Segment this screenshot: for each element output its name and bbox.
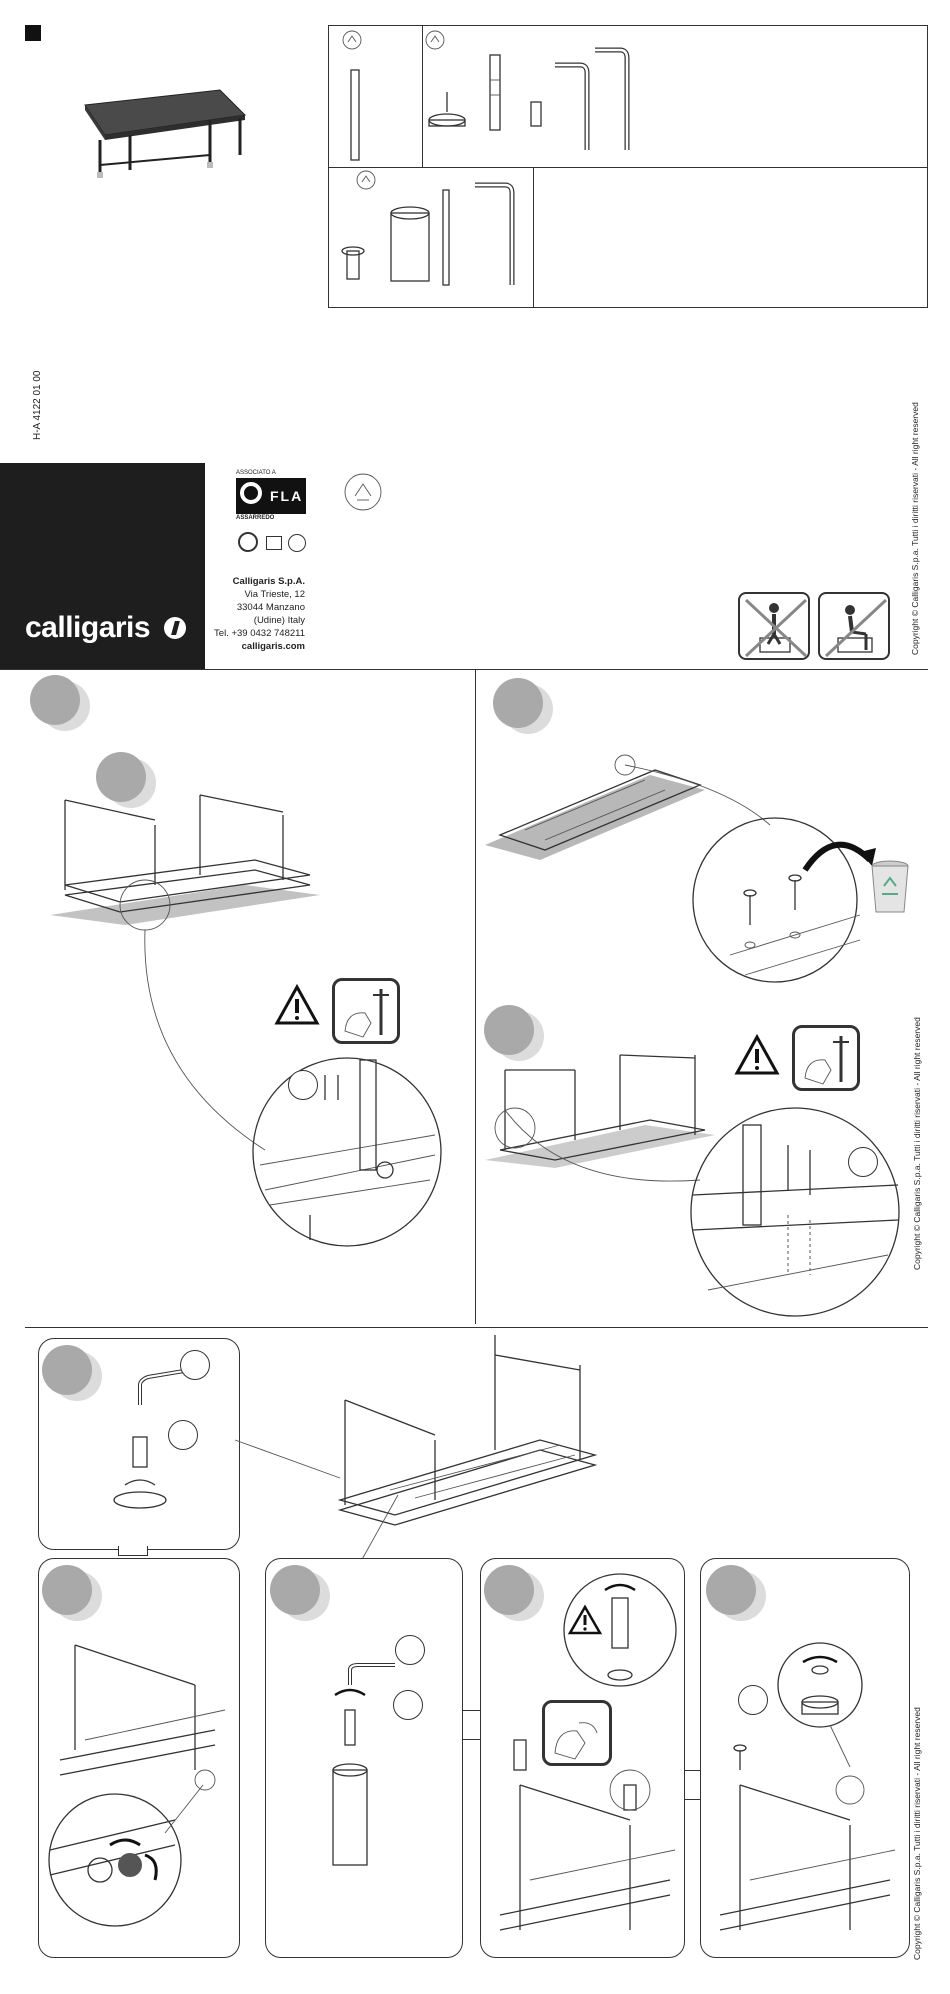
detail-zoom-circle <box>692 817 861 983</box>
leg-tube-part <box>350 69 360 161</box>
corner-marker <box>25 25 41 41</box>
panel-connector <box>118 1546 148 1556</box>
recycle-bin-icon <box>871 860 909 913</box>
panel-connector <box>685 1770 700 1800</box>
fla-sub-label: ASSARREDO <box>236 515 275 521</box>
callout-marker <box>168 1420 198 1450</box>
leader-line <box>359 1494 399 1564</box>
frame-glide-assembly-illustration <box>719 1744 896 1931</box>
quantity-badge-icon <box>425 30 445 50</box>
l-shaped-leg-part <box>475 182 515 285</box>
warning-triangle-icon <box>734 1033 780 1075</box>
frame-leg-assembly-illustration <box>499 1739 676 1931</box>
brand-panel: calligaris <box>0 463 205 669</box>
cylinder-sleeve-part <box>390 206 430 282</box>
step-marker <box>42 1565 102 1621</box>
no-standing-warning-icon <box>738 592 810 660</box>
step-marker <box>42 1345 102 1401</box>
certification-badge <box>266 536 282 550</box>
frame-end-cap-illustration <box>59 1644 226 1791</box>
parts-divider-v1 <box>422 26 423 167</box>
step-marker <box>493 678 553 734</box>
section-divider-vertical <box>475 669 476 1324</box>
rod-part <box>442 189 450 286</box>
detail-zoom-circle <box>563 1573 677 1687</box>
step-marker <box>30 675 90 731</box>
callout-arc <box>624 764 771 826</box>
step-marker <box>96 752 156 808</box>
callout-marker <box>848 1147 878 1177</box>
table-top-underside-illustration <box>485 754 705 860</box>
brand-logo-icon <box>164 617 186 639</box>
leg-insert-illustration <box>332 1663 395 1866</box>
callout-marker <box>738 1685 768 1715</box>
callout-arc <box>504 1109 701 1182</box>
l-shaped-leg-part <box>595 47 630 150</box>
company-website: calligaris.com <box>241 641 305 652</box>
company-region: (Udine) Italy <box>253 615 305 626</box>
brand-logo-text: calligaris <box>25 611 151 644</box>
table-frame-legs-illustration <box>337 1335 598 1526</box>
fla-logo-text: FLA <box>270 488 304 504</box>
step-panel <box>700 1558 910 1958</box>
table-frame-upside-down-illustration <box>50 794 320 931</box>
copyright-note: Copyright © Calligaris S.p.a. Tutti i di… <box>910 402 920 655</box>
parts-divider-v2 <box>533 167 534 308</box>
quantity-badge-icon <box>342 30 362 50</box>
discard-arrow-icon <box>802 841 876 872</box>
document-code: H-A 4122 01 00 <box>32 370 43 441</box>
association-label: ASSOCIATO A <box>236 470 276 476</box>
leader-line <box>164 1784 204 1834</box>
leg-with-glide-illustration <box>113 1368 191 1509</box>
company-name: Calligaris S.p.A. <box>232 576 305 587</box>
detail-zoom-circle <box>48 1793 182 1927</box>
quantity-badge-icon <box>344 473 382 511</box>
company-address: Calligaris S.p.A. Via Trieste, 12 33044 … <box>180 575 305 653</box>
manual-tighten-icon <box>542 1700 612 1766</box>
step-marker <box>484 1005 544 1061</box>
foot-glide-part <box>428 92 466 127</box>
certification-badge <box>288 534 306 552</box>
detail-zoom-circle <box>690 1107 900 1317</box>
manual-tighten-icon <box>792 1025 860 1091</box>
company-phone: Tel. +39 0432 748211 <box>214 628 305 639</box>
certification-badge <box>238 532 258 552</box>
step-panel <box>265 1558 463 1958</box>
company-street: Via Trieste, 12 <box>244 589 305 600</box>
step-marker <box>484 1565 544 1621</box>
callout-arc <box>144 929 266 1151</box>
copyright-note: Copyright © Calligaris S.p.a. Tutti i di… <box>912 1707 922 1960</box>
manual-tighten-icon <box>332 978 400 1044</box>
callout-marker <box>288 1070 318 1100</box>
small-insert-part <box>530 101 542 127</box>
sit-only-icon <box>818 592 890 660</box>
step-marker <box>706 1565 766 1621</box>
table-frame-assembly-illustration <box>485 1054 715 1168</box>
table-illustration <box>84 89 247 178</box>
screw-cap-part <box>341 246 365 280</box>
l-shaped-leg-part <box>370 58 409 160</box>
section-divider <box>25 1327 928 1328</box>
warning-triangle-icon <box>274 983 320 1025</box>
step-marker <box>270 1565 330 1621</box>
detail-zoom-circle <box>252 1057 442 1247</box>
parts-panel <box>328 25 928 308</box>
quantity-badge-icon <box>356 170 376 190</box>
callout-marker <box>180 1350 210 1380</box>
warning-triangle-icon <box>567 1604 603 1635</box>
parts-divider-h <box>329 167 927 168</box>
section-divider <box>0 669 928 670</box>
fla-logo: FLA <box>236 478 306 514</box>
callout-marker <box>395 1635 425 1665</box>
leader-line <box>829 1724 851 1768</box>
l-shaped-leg-part <box>555 62 590 150</box>
panel-connector <box>463 1710 480 1740</box>
leader-line <box>234 1439 341 1479</box>
detail-zoom-circle <box>777 1642 863 1728</box>
callout-marker <box>393 1690 423 1720</box>
company-city: 33044 Manzano <box>236 602 305 613</box>
threaded-connector-part <box>489 54 501 131</box>
copyright-note: Copyright © Calligaris S.p.a. Tutti i di… <box>912 1017 922 1270</box>
